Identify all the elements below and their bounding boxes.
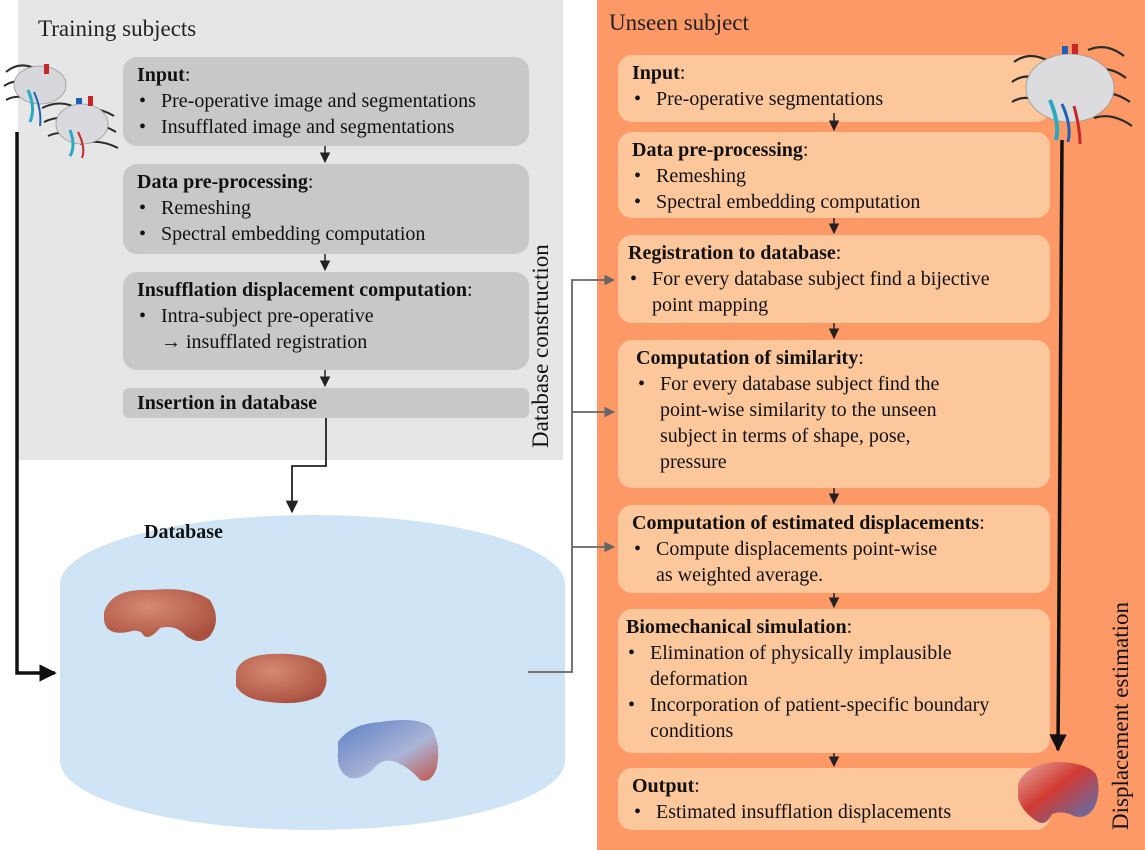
training-input-box: Input: Pre-operative image and segmentat… (123, 57, 529, 146)
unseen-anatomy-image (1011, 44, 1133, 145)
list-item: For every database subject find the (636, 371, 1038, 397)
training-to-database-arrow (15, 132, 57, 682)
list-item-continued: point mapping (652, 294, 769, 316)
list-item: Pre-operative segmentations (632, 86, 1038, 112)
list-item: Remeshing (632, 163, 1038, 189)
list-item: Spectral embedding computation (632, 189, 1038, 215)
box-title: Input (137, 64, 185, 86)
box-title: Computation of estimated displacements (632, 512, 980, 534)
insertion-to-database-arrow (285, 418, 327, 514)
training-displacement-box: Insufflation displacement computation: I… (123, 272, 529, 370)
list-item: Pre-operative image and segmentations (137, 88, 517, 114)
box-title: Biomechanical simulation (626, 616, 847, 638)
unseen-similarity-box: Computation of similarity: For every dat… (618, 340, 1050, 488)
list-item: Remeshing (137, 195, 517, 221)
list-item-continued: pressure (660, 451, 727, 473)
box-title: Registration to database (628, 242, 836, 264)
box-title: Output (632, 775, 695, 797)
training-anatomy-image (3, 64, 119, 159)
list-item: Compute displacements point-wise (632, 536, 1038, 562)
list-item: Insufflated image and segmentations (137, 114, 517, 140)
output-liver-image (1018, 762, 1099, 823)
list-item: Elimination of physically implausible (626, 640, 1038, 666)
database-liver-1 (104, 589, 216, 641)
list-item-continued: → insufflated registration (161, 331, 368, 353)
database-liver-3 (337, 720, 439, 781)
unseen-title: Unseen subject (609, 10, 749, 35)
training-preprocessing-box: Data pre-processing: Remeshing Spectral … (123, 164, 529, 254)
box-title: Insertion in database (137, 392, 318, 414)
box-title: Insufflation displacement computation (137, 279, 468, 301)
unseen-preprocessing-box: Data pre-processing: Remeshing Spectral … (618, 132, 1050, 218)
box-title: Data pre-processing (137, 171, 308, 193)
list-item-continued: subject in terms of shape, pose, (660, 425, 911, 447)
unseen-estimated-box: Computation of estimated displacements: … (618, 505, 1050, 593)
list-item-continued: conditions (650, 720, 734, 742)
box-title: Data pre-processing (632, 139, 803, 161)
list-item-continued: deformation (650, 668, 748, 690)
list-item-continued: point-wise similarity to the unseen (660, 399, 937, 421)
box-title: Input (632, 62, 680, 84)
training-title: Training subjects (38, 16, 197, 41)
unseen-input-box: Input: Pre-operative segmentations (618, 55, 1050, 122)
training-insertion-box: Insertion in database (123, 388, 529, 418)
unseen-output-box: Output: Estimated insufflation displacem… (618, 768, 1050, 830)
box-title: Computation of similarity (636, 347, 859, 369)
database-title: Database (144, 521, 223, 543)
database-to-registration-arrow (528, 274, 616, 673)
list-item: Spectral embedding computation (137, 221, 517, 247)
list-item: Incorporation of patient-specific bounda… (626, 692, 1038, 718)
list-item: For every database subject find a biject… (628, 266, 1038, 292)
unseen-registration-box: Registration to database: For every data… (618, 235, 1050, 323)
unseen-biomech-box: Biomechanical simulation: Elimination of… (618, 609, 1050, 753)
list-item: Estimated insufflation displacements (632, 799, 1038, 825)
list-item-continued: as weighted average. (656, 564, 824, 586)
list-item: Intra-subject pre-operative (137, 303, 517, 329)
database-liver-2 (236, 653, 327, 704)
unseen-to-output-arrow (1049, 139, 1067, 752)
